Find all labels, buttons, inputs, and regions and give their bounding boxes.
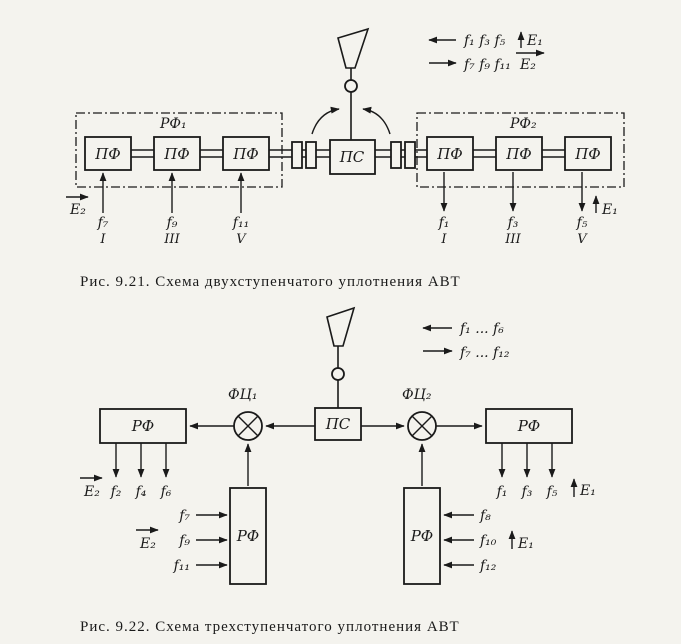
fig2-right-outputs: f₁ f₃ f₅ E₁	[496, 443, 596, 500]
fig2-legend: f₁ ... f₆ f₇ ... f₁₂	[422, 321, 510, 361]
fig1-right-ports: f₁ f₃ f₅ I III V E₁	[438, 172, 618, 247]
rf2-group-label: РФ₂	[509, 116, 537, 132]
bandpass-filter-block	[84, 136, 132, 171]
polarization-selector-block	[314, 407, 362, 441]
separation-filter-block-left	[99, 408, 187, 444]
rotation-arrow-left-icon	[311, 106, 340, 135]
e1-polarization-label: E₁	[601, 202, 618, 218]
fig1-e1-label: E₁	[526, 33, 543, 49]
channel-numeral: I	[99, 232, 106, 247]
port-frequency-label: f₁₂	[479, 558, 497, 574]
bandpass-filter-label: ПФ	[94, 145, 121, 163]
rf-block-label: РФ	[236, 527, 260, 545]
coupling-flange-icon	[390, 141, 402, 169]
ps-block-label: ПС	[339, 148, 365, 166]
port-frequency-label: f₄	[135, 484, 147, 500]
bandpass-filter-block	[564, 136, 612, 171]
coupling-flange-icon	[404, 141, 416, 169]
port-frequency-label: f₇	[178, 508, 190, 524]
fig2-chain-links	[189, 422, 483, 486]
rf1-dashed-box	[75, 112, 283, 188]
port-frequency-label: f₉	[178, 533, 190, 549]
fig1-e2-label: E₂	[519, 57, 536, 73]
port-frequency-label: f₁₁	[232, 215, 249, 231]
ps-block-label: ПС	[325, 415, 351, 433]
port-frequency-label: f₅	[576, 215, 588, 231]
separation-filter-block-left-vertical	[229, 487, 267, 585]
fig1-legend: f₁ f₃ f₅ E₁ f₇ f₉ f₁₁ E₂	[428, 31, 545, 73]
channel-numeral: V	[236, 232, 247, 247]
rotary-joint-icon	[344, 79, 358, 93]
coupling-flange-icon	[305, 141, 317, 169]
fig2-left-outputs: E₂ f₂ f₄ f₆	[80, 443, 172, 500]
bandpass-filter-block	[495, 136, 543, 171]
fig1-transmit-frequencies: f₇ f₉ f₁₁	[463, 57, 511, 73]
port-frequency-label: f₉	[166, 215, 178, 231]
port-frequency-label: f₂	[110, 484, 122, 500]
fig2-receive-frequencies: f₁ ... f₆	[459, 321, 504, 337]
e2-polarization-label: E₂	[139, 536, 156, 552]
bandpass-filter-block	[426, 136, 474, 171]
port-frequency-label: f₁	[496, 484, 508, 500]
bandpass-filter-label: ПФ	[232, 145, 259, 163]
coupling-flange-icon	[291, 141, 303, 169]
bandpass-filter-label: ПФ	[163, 145, 190, 163]
rf1-group-label: РФ₁	[159, 116, 187, 132]
circulator-1-label: ФЦ₁	[228, 387, 257, 403]
e1-polarization-label: E₁	[579, 483, 596, 499]
bandpass-filter-label: ПФ	[505, 145, 532, 163]
channel-numeral: III	[504, 232, 521, 247]
rf-block-label: РФ	[517, 417, 541, 435]
e2-polarization-label: E₂	[69, 202, 86, 218]
fig-9-22: f₁ ... f₆ f₇ ... f₁₂ РФ ПС РФ ФЦ₁	[80, 306, 596, 635]
fig2-caption: Рис. 9.22. Схема трехступенчатого уплотн…	[80, 619, 460, 635]
e2-polarization-label: E₂	[83, 484, 100, 500]
port-frequency-label: f₇	[97, 215, 109, 231]
circulator-1-icon: ФЦ₁	[228, 387, 263, 441]
rf-block-label: РФ	[131, 417, 155, 435]
antenna-icon	[326, 306, 356, 408]
port-frequency-label: f₁₁	[173, 558, 190, 574]
rotary-joint-icon	[331, 367, 345, 381]
fig1-left-ports: E₂ f₇ f₉ f₁₁ I III V	[66, 172, 249, 247]
port-frequency-label: f₁₀	[479, 533, 497, 549]
bandpass-filter-block	[222, 136, 270, 171]
bandpass-filter-block	[153, 136, 201, 171]
rf-block-label: РФ	[410, 527, 434, 545]
fig2-left-inputs: f₇ f₉ f₁₁ E₂	[136, 508, 228, 574]
left-filter-group-rf1: РФ₁ ПФ ПФ ПФ	[75, 112, 283, 188]
antenna-icon	[311, 27, 391, 140]
horn-icon	[326, 306, 356, 347]
separation-filter-block-right-vertical	[403, 487, 441, 585]
e1-polarization-label: E₁	[517, 536, 534, 552]
polarization-selector-block	[329, 139, 376, 175]
port-frequency-label: f₃	[507, 215, 519, 231]
fig-9-21: f₁ f₃ f₅ E₁ f₇ f₉ f₁₁ E₂ РФ₁	[66, 27, 625, 290]
channel-numeral: III	[163, 232, 180, 247]
port-frequency-label: f₅	[546, 484, 558, 500]
port-frequency-label: f₃	[521, 484, 533, 500]
rotation-arrow-right-icon	[362, 106, 391, 135]
port-frequency-label: f₈	[479, 508, 491, 524]
fig1-receive-frequencies: f₁ f₃ f₅	[463, 33, 506, 49]
circulator-2-icon: ФЦ₂	[402, 387, 437, 441]
fig1-caption: Рис. 9.21. Схема двухступенчатого уплотн…	[80, 274, 461, 290]
separation-filter-block-right	[485, 408, 573, 444]
right-filter-group-rf2: РФ₂ ПФ ПФ ПФ	[416, 112, 625, 188]
circulator-2-label: ФЦ₂	[402, 387, 432, 403]
horn-icon	[337, 27, 370, 69]
bandpass-filter-label: ПФ	[436, 145, 463, 163]
fig2-right-inputs: f₈ f₁₀ f₁₂ E₁	[443, 508, 534, 574]
waveguide-couplings	[269, 141, 427, 169]
channel-numeral: V	[577, 232, 588, 247]
rf2-dashed-box	[416, 112, 625, 188]
fig2-transmit-frequencies: f₇ ... f₁₂	[459, 345, 510, 361]
port-frequency-label: f₆	[160, 484, 172, 500]
port-frequency-label: f₁	[438, 215, 450, 231]
channel-numeral: I	[440, 232, 447, 247]
bandpass-filter-label: ПФ	[574, 145, 601, 163]
